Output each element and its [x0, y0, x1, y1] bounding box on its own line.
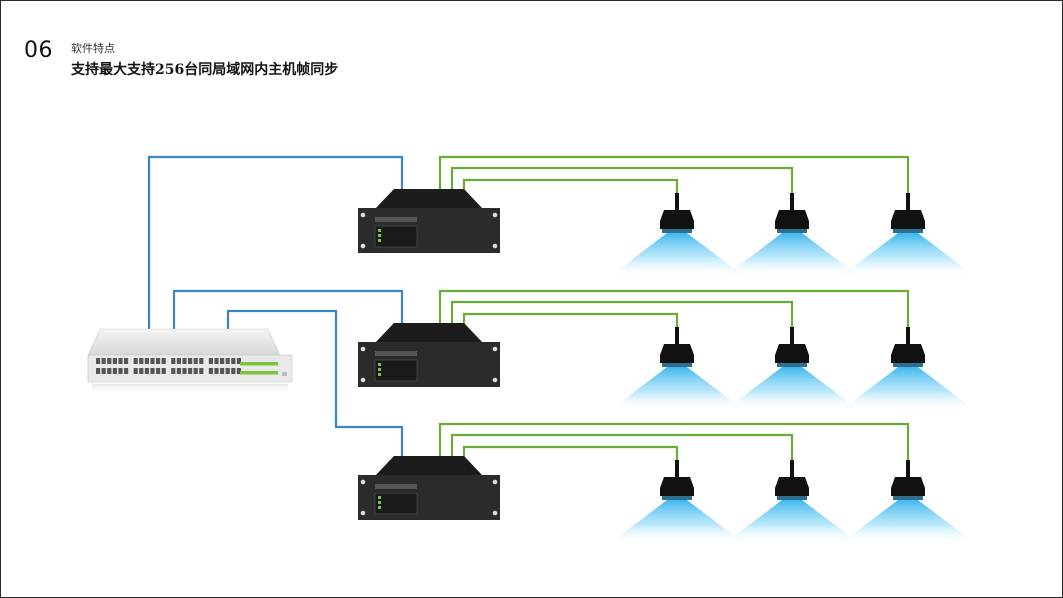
media-server-icon [358, 189, 500, 253]
switch-port [144, 358, 149, 364]
switch-port [112, 358, 117, 364]
hosts [358, 189, 500, 520]
switch-port [199, 368, 204, 374]
switch-port [101, 358, 106, 364]
switch-port [176, 358, 181, 364]
switch-port [171, 368, 176, 374]
projection-beam [840, 233, 976, 277]
switch-port [188, 358, 193, 364]
switch-port [133, 368, 138, 374]
projector-link [438, 422, 910, 476]
switch-port [96, 368, 101, 374]
network-switch-icon [87, 328, 293, 394]
switch-port [220, 368, 225, 374]
section-number: 06 [24, 38, 53, 63]
media-server-icon [358, 456, 500, 520]
projector-icon [660, 460, 694, 500]
section-label: 软件特点 [71, 42, 115, 55]
switch-link [226, 309, 404, 456]
projector-link [462, 312, 679, 343]
switch-port [133, 358, 138, 364]
projection-beam [609, 233, 745, 277]
switch-port [124, 358, 129, 364]
switch-port [161, 358, 166, 364]
projector-icon [660, 193, 694, 233]
projector-link [438, 155, 910, 209]
switch-port [182, 368, 187, 374]
switch-link [172, 289, 404, 329]
switch-port [150, 358, 155, 364]
switch-port [171, 358, 176, 364]
media-server-icon [358, 323, 500, 387]
switch-port [193, 368, 198, 374]
switch-port [139, 358, 144, 364]
switch-port [124, 368, 129, 374]
switch-port [236, 358, 241, 364]
projector-icon [775, 460, 809, 500]
projector-icon [660, 327, 694, 367]
projection-beam [840, 500, 976, 544]
switch-port [107, 368, 112, 374]
projection-beam [609, 367, 745, 411]
projector-link [450, 433, 794, 476]
projectors [660, 193, 925, 500]
switch-port [176, 368, 181, 374]
switch-port [144, 368, 149, 374]
projector-link [462, 445, 679, 476]
projector-icon [775, 193, 809, 233]
switch-port [118, 368, 123, 374]
projection-beam [724, 500, 860, 544]
switch-port [156, 358, 161, 364]
projection-beam [724, 367, 860, 411]
switch-port [118, 358, 123, 364]
switch-port [150, 368, 155, 374]
switch-port [225, 358, 230, 364]
switch-port [220, 358, 225, 364]
projector-icon [775, 327, 809, 367]
switch-port [182, 358, 187, 364]
projection-beams [609, 233, 976, 544]
switch-port [96, 358, 101, 364]
projector-link [450, 166, 794, 209]
switch-port [231, 368, 236, 374]
switch-port [161, 368, 166, 374]
projector-link [438, 289, 910, 343]
switch-port [225, 368, 230, 374]
switch-port [156, 368, 161, 374]
projection-beam [609, 500, 745, 544]
switch-port [188, 368, 193, 374]
switch-port [199, 358, 204, 364]
section-title: 支持最大支持256台同局域网内主机帧同步 [71, 62, 339, 78]
projection-beam [724, 233, 860, 277]
switch-port [236, 368, 241, 374]
switch-port [139, 368, 144, 374]
switch-port [112, 368, 117, 374]
switch-link [147, 155, 404, 329]
projection-beam [840, 367, 976, 411]
switch-port [107, 358, 112, 364]
projector-link [450, 300, 794, 343]
projector-link-lines [438, 155, 910, 476]
switch-port [214, 368, 219, 374]
projector-icon [891, 327, 925, 367]
projector-icon [891, 460, 925, 500]
switch-port [214, 358, 219, 364]
switch-port [208, 358, 213, 364]
switch-port [231, 358, 236, 364]
switch-port [208, 368, 213, 374]
switch-port [193, 358, 198, 364]
projector-link [462, 178, 679, 209]
projector-icon [891, 193, 925, 233]
switch-port [101, 368, 106, 374]
switch-link-lines [147, 155, 404, 456]
